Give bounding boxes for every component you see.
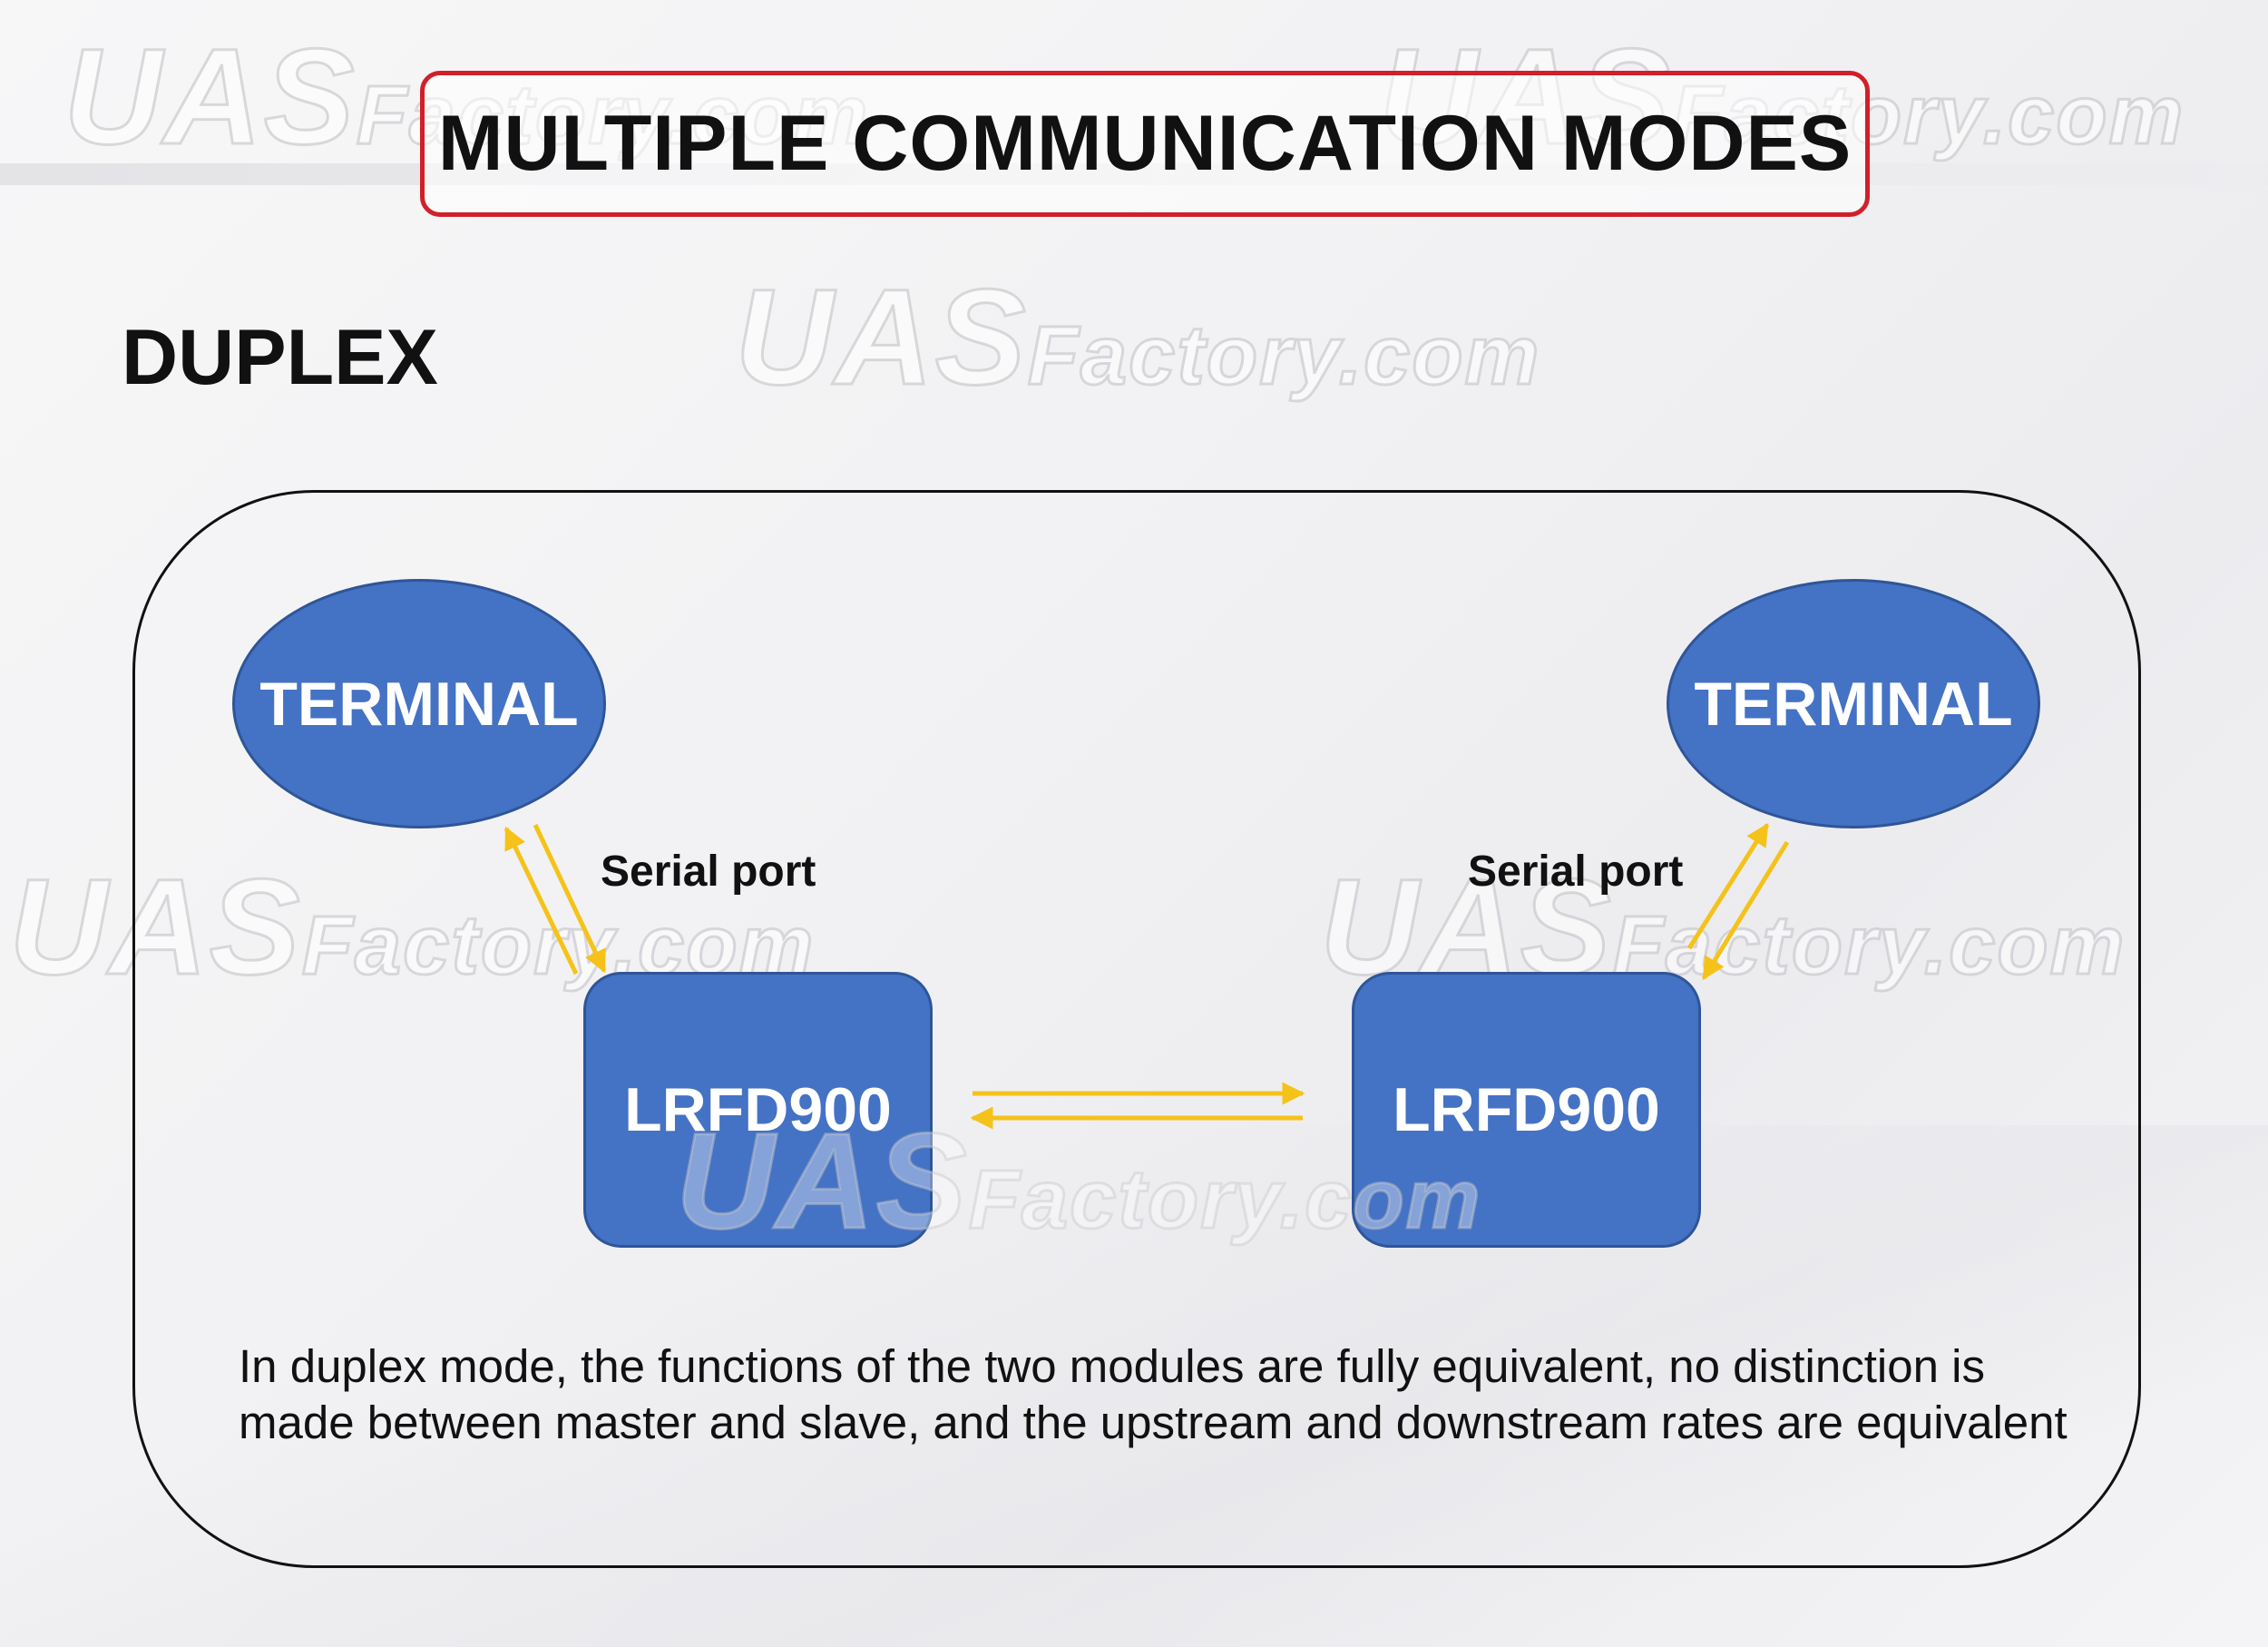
serial-port-label-right: Serial port: [1468, 848, 1684, 896]
terminal-label-left: TERMINAL: [259, 669, 579, 739]
lrfd900-module-right: LRFD900: [1352, 972, 1701, 1248]
terminal-node-right: TERMINAL: [1667, 579, 2040, 828]
arrow-down-right: [1701, 840, 1790, 981]
description-caption: In duplex mode, the functions of the two…: [239, 1338, 2144, 1451]
section-heading: DUPLEX: [122, 314, 438, 401]
page-title: MULTIPLE COMMUNICATION MODES: [437, 100, 1853, 187]
module-label-right: LRFD900: [1393, 1075, 1660, 1144]
arrow-up-left: [503, 826, 579, 975]
caption-line-1: In duplex mode, the functions of the two…: [239, 1340, 1985, 1392]
caption-line-2: made between master and slave, and the u…: [239, 1397, 2068, 1448]
terminal-node-left: TERMINAL: [232, 579, 606, 828]
arrow-up-right: [1686, 822, 1770, 950]
title-box: MULTIPLE COMMUNICATION MODES: [420, 71, 1870, 217]
lrfd900-module-left: LRFD900: [583, 972, 933, 1248]
module-label-left: LRFD900: [624, 1075, 892, 1144]
diagram-panel: [132, 490, 2141, 1568]
terminal-label-right: TERMINAL: [1694, 669, 2013, 739]
arrow-down-left: [533, 823, 607, 974]
serial-port-label-left: Serial port: [601, 848, 816, 896]
